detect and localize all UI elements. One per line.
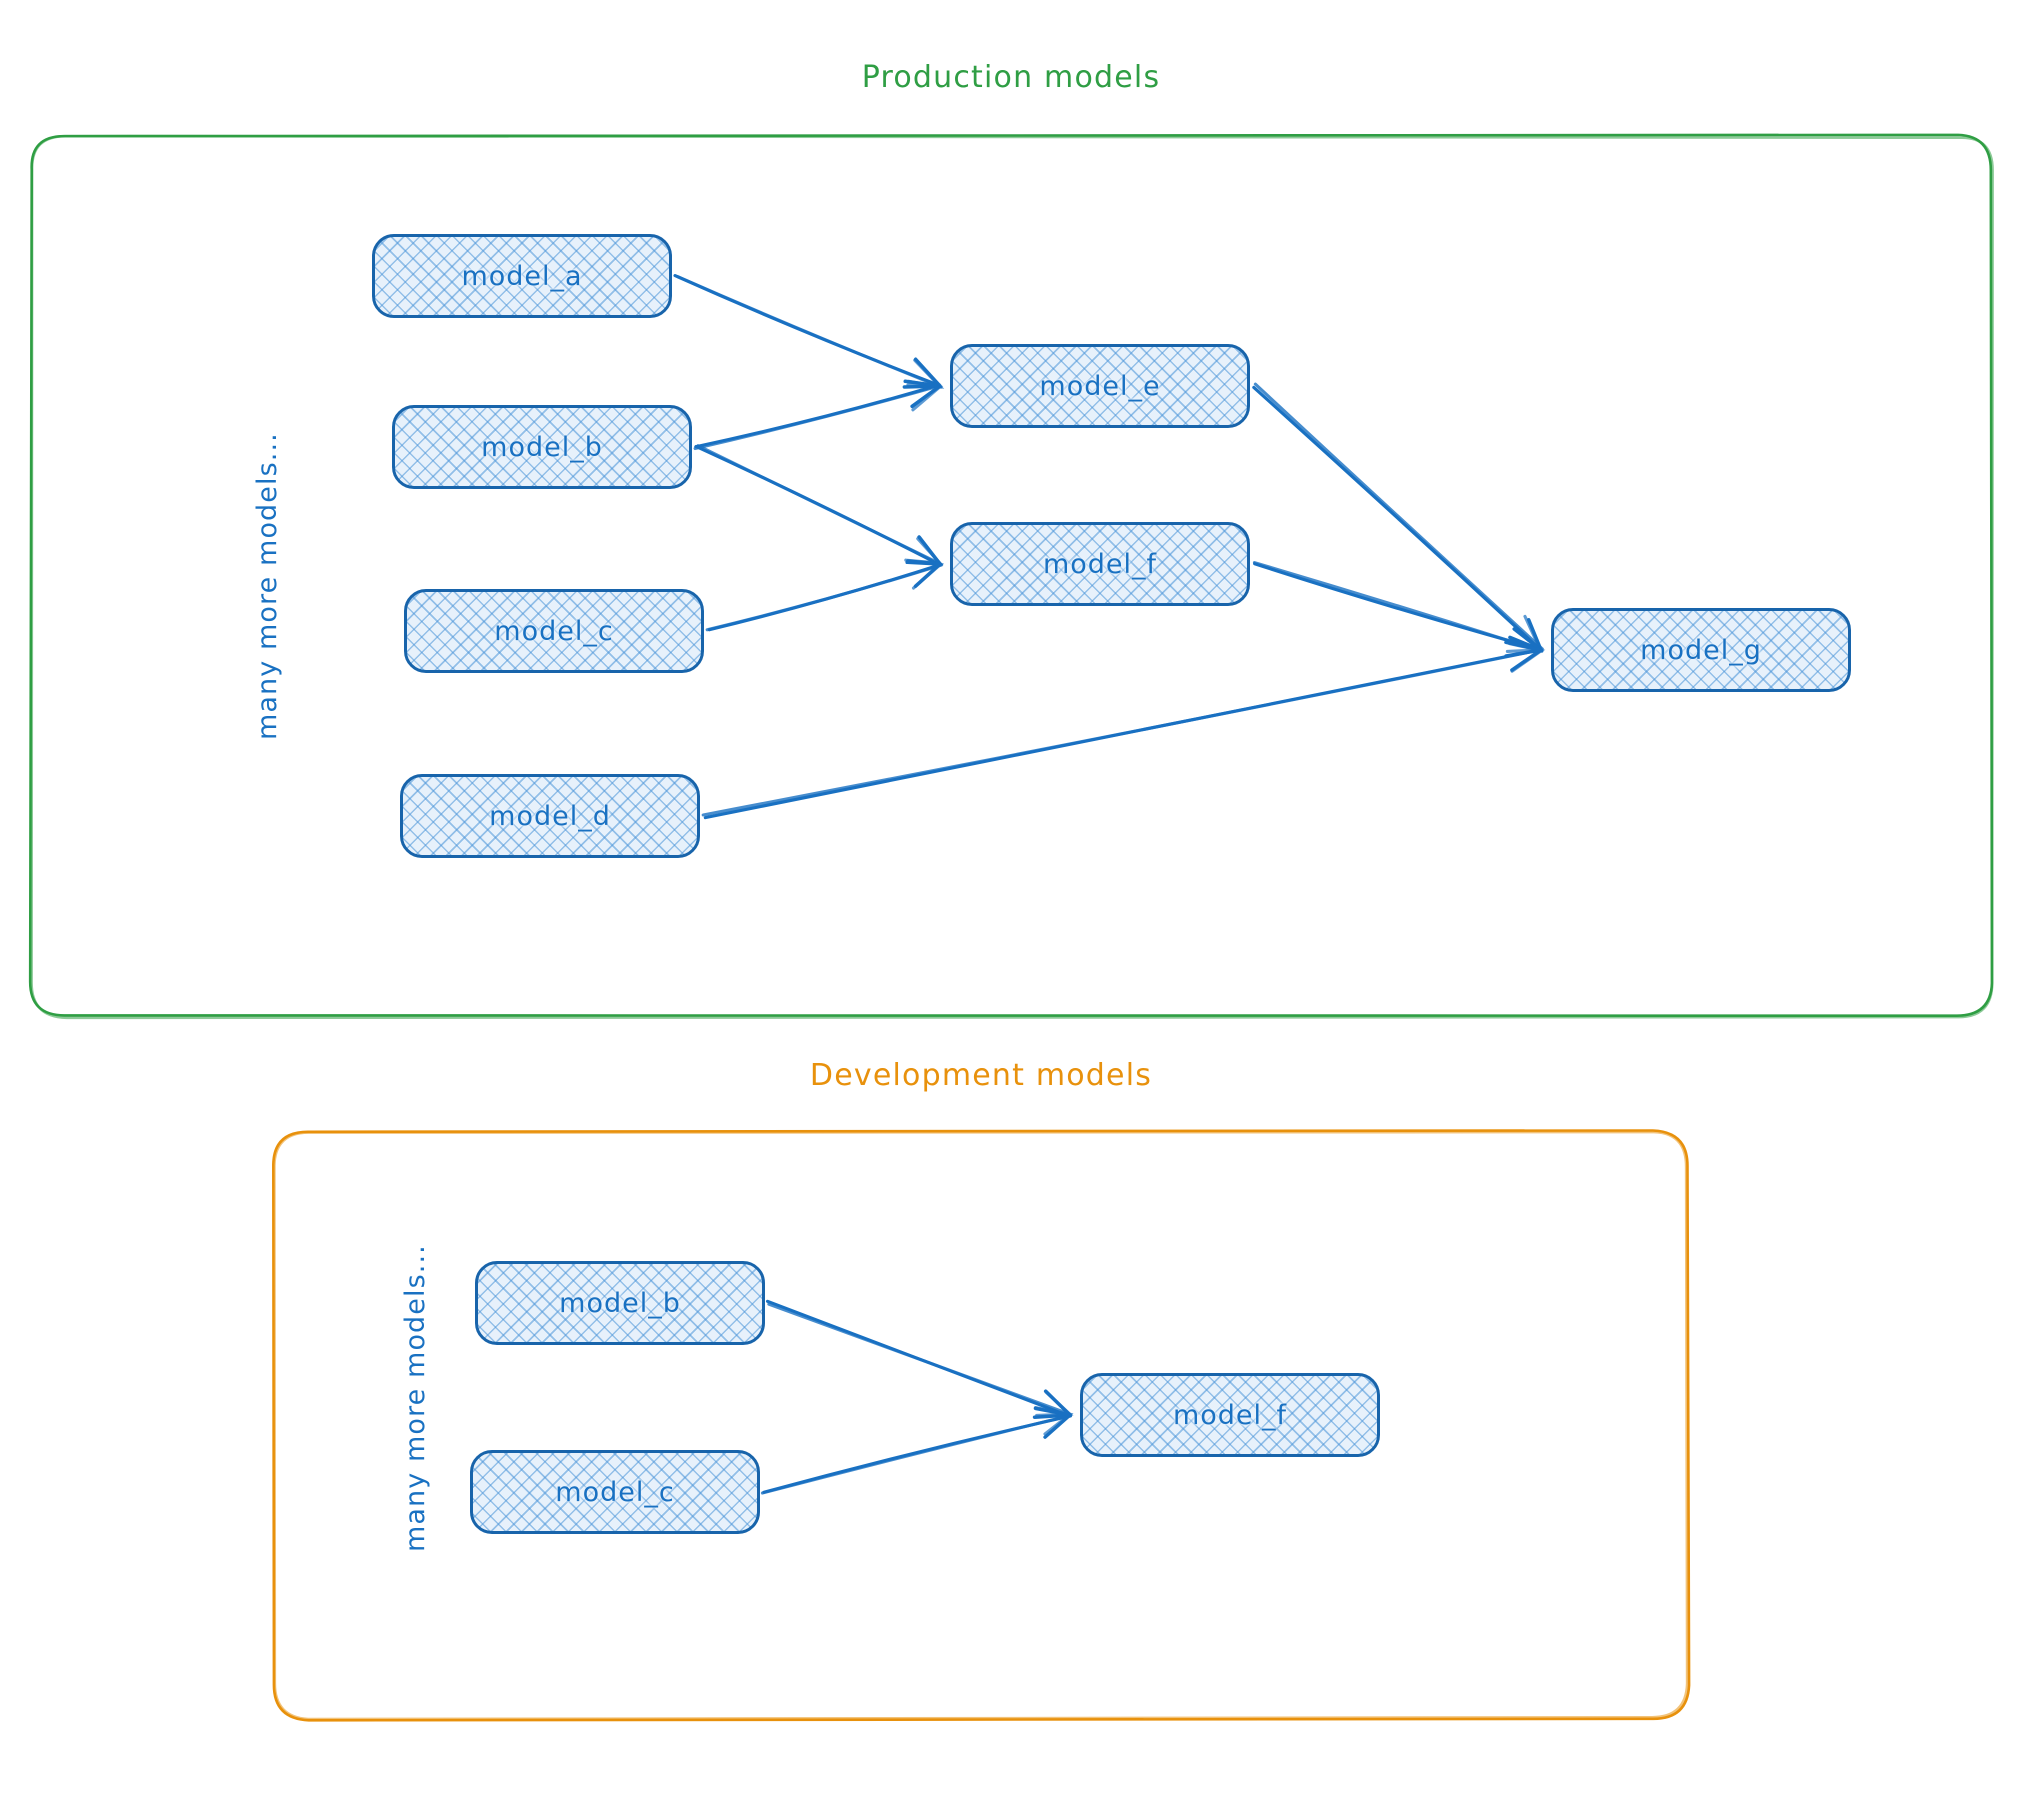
node-prod-model-b[interactable]: model_b xyxy=(392,405,692,489)
node-label: model_g xyxy=(1640,634,1762,666)
node-prod-model-e[interactable]: model_e xyxy=(950,344,1250,428)
node-dev-model-f[interactable]: model_f xyxy=(1080,1373,1380,1457)
node-prod-model-f[interactable]: model_f xyxy=(950,522,1250,606)
production-group-title: Production models xyxy=(861,60,1161,95)
node-prod-model-g[interactable]: model_g xyxy=(1551,608,1851,692)
node-label: model_b xyxy=(559,1287,681,1319)
node-dev-model-b[interactable]: model_b xyxy=(475,1261,765,1345)
node-label: model_f xyxy=(1042,548,1158,580)
node-label: model_b xyxy=(481,431,603,463)
node-prod-model-c[interactable]: model_c xyxy=(404,589,704,673)
node-prod-model-d[interactable]: model_d xyxy=(400,774,700,858)
node-dev-model-c[interactable]: model_c xyxy=(470,1450,760,1534)
node-prod-model-a[interactable]: model_a xyxy=(372,234,672,318)
development-group-title: Development models xyxy=(809,1058,1153,1093)
node-label: model_d xyxy=(489,800,611,832)
node-label: model_a xyxy=(461,260,583,292)
node-label: model_c xyxy=(555,1476,675,1508)
node-label: model_c xyxy=(494,615,614,647)
node-label: model_e xyxy=(1039,370,1161,402)
node-label: model_f xyxy=(1172,1399,1288,1431)
